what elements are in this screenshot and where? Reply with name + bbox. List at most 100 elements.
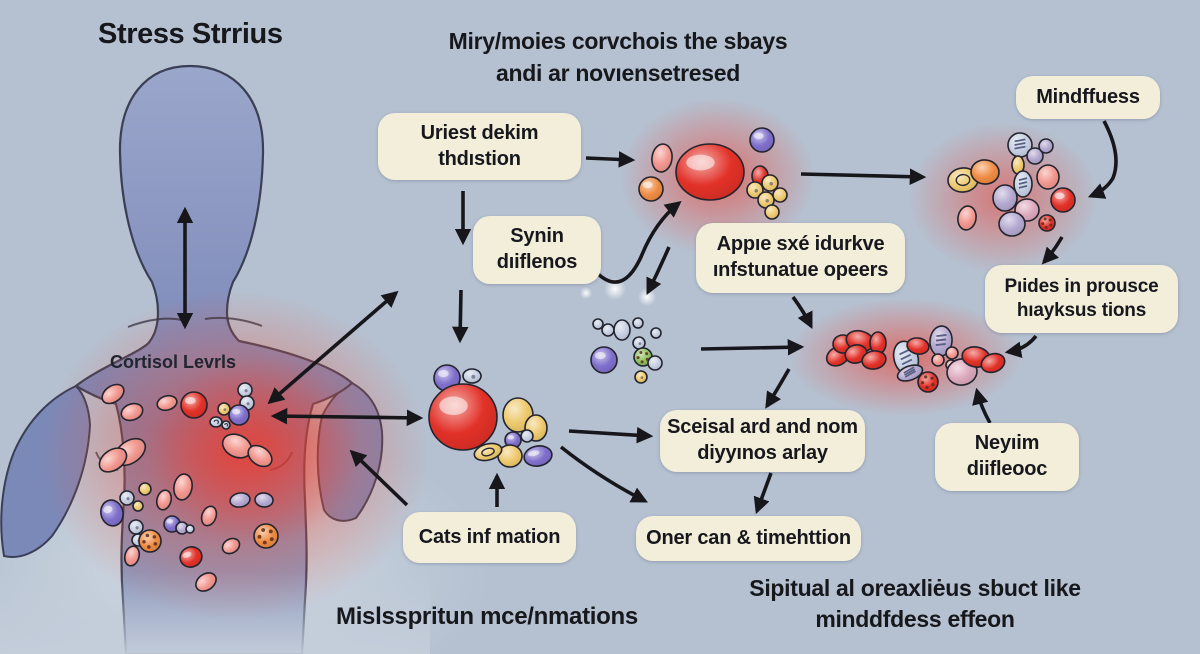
- cell-lavender: [992, 184, 1018, 212]
- sparkle: [604, 278, 626, 300]
- cell-orange: [138, 529, 162, 553]
- cell-red: [917, 371, 939, 393]
- cell-salmon: [155, 489, 173, 511]
- label-line: Uriest dekim: [420, 121, 539, 144]
- cell-yellow: [746, 181, 764, 199]
- label-box-uriest: Uriest dekim thdıstion: [378, 113, 581, 180]
- cell-grey: [1013, 170, 1033, 198]
- cell-red: [675, 143, 745, 201]
- label-box-synin: Synin dıiflenos: [473, 216, 601, 284]
- cell-grey: [613, 319, 631, 341]
- top-caption-line1: Miry/moies corvchois the sbays: [448, 28, 788, 54]
- cell-yellow: [764, 204, 780, 220]
- cell-red: [844, 344, 868, 364]
- cell-salmon: [247, 444, 273, 468]
- bottom-right-line2: minddfdess effeon: [815, 606, 1015, 633]
- flow-arrow: [765, 368, 791, 409]
- cell-purple: [523, 445, 553, 467]
- label-line: dıiflenos: [496, 251, 578, 273]
- cell-salmon: [957, 205, 977, 231]
- label-line: Sceisal ard and nom: [667, 416, 858, 439]
- flow-arrow: [1004, 334, 1038, 358]
- cell-red: [980, 352, 1006, 374]
- cell-red: [179, 546, 203, 568]
- cell-lavender: [1038, 138, 1054, 154]
- cell-orange: [970, 159, 1000, 185]
- cell-yellow: [761, 174, 779, 192]
- bottom-right-line1: Sipitual al oreaxliėus sbuct like: [749, 575, 1081, 601]
- cell-salmon: [98, 447, 128, 473]
- cell-salmon: [120, 402, 144, 422]
- flow-arrow: [451, 289, 469, 344]
- flow-arrow: [791, 295, 813, 329]
- bottom-left-caption: Mislsspritun mce/nmations: [336, 603, 638, 630]
- cell-salmon: [651, 143, 673, 173]
- label-line: Cats inf mation: [418, 525, 561, 548]
- label-line: Pıides in prousce: [1004, 275, 1159, 297]
- cell-salmon: [173, 473, 193, 501]
- flow-arrow: [267, 290, 399, 405]
- label-box-sceisal: Sceisal ard and nom diyyınos arlay: [660, 410, 865, 472]
- cell-grey: [650, 327, 662, 339]
- cortisol-label: Cortisol Levrls: [110, 352, 237, 372]
- label-line: Mindffuess: [1036, 85, 1140, 108]
- flow-arrow: [559, 445, 648, 503]
- cell-yellow: [473, 442, 503, 462]
- flow-arrow: [1087, 120, 1118, 199]
- cell-salmon: [931, 353, 945, 367]
- top-caption: Miry/moies corvchois the sbays andi ar n…: [408, 26, 828, 89]
- label-box-pides: Pıides in prousce hıayksus tions: [985, 265, 1178, 333]
- label-box-cats: Cats inf mation: [403, 512, 576, 563]
- cell-grey: [185, 524, 195, 534]
- label-line: diyyınos arlay: [697, 442, 828, 464]
- cell-grey: [209, 416, 223, 428]
- cell-lavender: [998, 211, 1026, 237]
- cell-lavender: [896, 364, 924, 382]
- cell-salmon: [101, 383, 125, 405]
- cell-red: [1050, 187, 1076, 213]
- flow-arrow: [753, 472, 773, 515]
- cell-yellow: [138, 482, 152, 496]
- cell-red: [180, 391, 208, 419]
- label-line: Synin: [510, 225, 564, 248]
- diagram-title: Stress Strrius: [98, 18, 283, 50]
- label-box-appie: Appıe sxé idurkve ınfstunatue opeers: [696, 223, 905, 293]
- cell-grey: [119, 490, 135, 506]
- cell-yellow: [634, 370, 648, 384]
- label-box-neyim: Neyıim diifleooc: [935, 423, 1079, 491]
- label-line: diifleooc: [966, 458, 1048, 480]
- cell-purple: [749, 127, 775, 153]
- cell-purple: [228, 404, 250, 426]
- cell-orange: [638, 176, 664, 202]
- cell-purple: [590, 346, 618, 374]
- cell-salmon: [200, 505, 218, 527]
- flow-arrow: [972, 387, 992, 424]
- flow-arrow: [349, 449, 409, 507]
- cell-orange: [253, 523, 279, 549]
- cell-salmon: [156, 394, 178, 412]
- cell-red: [1038, 214, 1056, 232]
- label-line: hıayksus tions: [1016, 300, 1147, 321]
- cell-lavender: [254, 492, 274, 508]
- flow-arrow: [270, 407, 424, 427]
- flow-arrow: [1041, 236, 1064, 265]
- cell-salmon: [195, 572, 217, 592]
- label-line: thdıstion: [438, 147, 521, 170]
- cell-yellow: [132, 500, 144, 512]
- cell-salmon: [1036, 164, 1060, 190]
- bottom-right-caption: Sipitual al oreaxliėus sbuct like minddf…: [715, 573, 1115, 635]
- cell-purple: [100, 499, 124, 527]
- cell-salmon: [945, 346, 959, 360]
- cell-red: [428, 383, 498, 451]
- flow-arrow: [800, 168, 927, 185]
- cell-lavender: [929, 325, 953, 357]
- label-line: ınfstunatue opeers: [712, 259, 889, 281]
- cell-grey: [520, 429, 534, 443]
- cell-red: [906, 337, 930, 355]
- flow-arrow: [700, 338, 805, 356]
- cell-grey: [592, 318, 604, 330]
- label-box-mindfulness: Mindffuess: [1016, 76, 1160, 119]
